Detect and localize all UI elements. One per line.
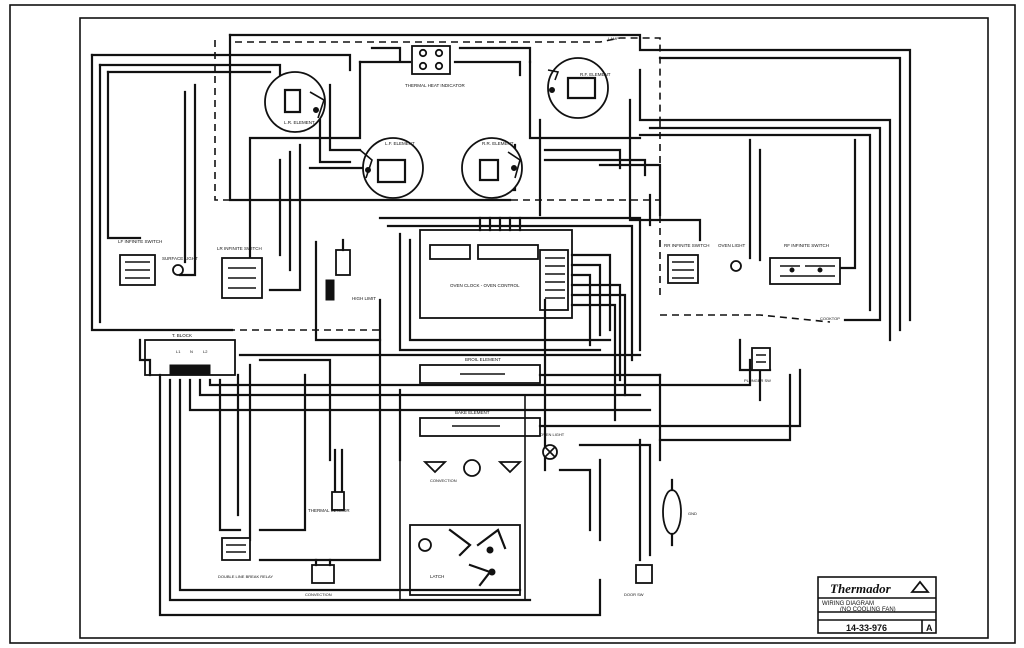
- oven-control-bundle: [378, 216, 642, 422]
- title-block: Thermador WIRING DIAGRAM (NO COOLING FAN…: [817, 576, 937, 634]
- high-limit-oval: GND: [662, 478, 697, 547]
- lr-infinite-switch: LR INFINITE SWITCH: [217, 246, 263, 299]
- thermal-sensor: THERMAL SENSOR: [308, 448, 350, 513]
- rf-infinite-switch: RF INFINITE SWITCH: [769, 243, 841, 285]
- rf-element: R.F. ELEMENT LAMP: [547, 36, 619, 119]
- terminal-block: T. BLOCK L1 N L2: [144, 333, 236, 376]
- plunger-switch-label: PLUNGER SW: [744, 378, 771, 383]
- oven-clock-control-label: OVEN CLOCK - OVEN CONTROL: [450, 283, 520, 288]
- oven-light-switch-label: OVEN LIGHT: [540, 432, 565, 437]
- outer-harness: [90, 33, 912, 342]
- oven-light-indicator-label: OVEN LIGHT: [718, 243, 746, 248]
- latch: LATCH: [409, 524, 521, 596]
- thermal-heat-indicator-label: THERMAL HEAT INDICATOR: [405, 83, 466, 88]
- double-line-break-relay-label: DOUBLE LINE BREAK RELAY: [218, 574, 273, 579]
- rr-infinite-switch: RR INFINITE SWITCH: [664, 243, 710, 284]
- door-switch-label: DOOR SW: [624, 592, 644, 597]
- rf-lamp-label: LAMP: [608, 36, 619, 41]
- rr-element: R.R. ELEMENT: [461, 137, 523, 199]
- high-limit: HIGH LIMIT: [314, 238, 382, 342]
- lf-element: L.F. ELEMENT: [359, 137, 424, 199]
- door-switch: DOOR SW: [624, 564, 653, 597]
- oven-light-switch: OVEN LIGHT: [540, 432, 565, 460]
- terminal-l2: L2: [203, 349, 208, 354]
- convection-motor: CONVECTION: [305, 558, 335, 597]
- element-lights-label: CONVECTION: [430, 478, 457, 483]
- lr-element-label: L.R. ELEMENT: [284, 120, 315, 125]
- bake-element-label: BAKE ELEMENT: [455, 410, 490, 415]
- oven-light-indicator: OVEN LIGHT: [718, 243, 746, 272]
- high-limit-label: HIGH LIMIT: [352, 296, 376, 301]
- cooktop-label: COOKTOP: [820, 316, 840, 321]
- lf-element-label: L.F. ELEMENT: [385, 141, 415, 146]
- revision-letter: A: [926, 623, 933, 633]
- rr-element-label: R.R. ELEMENT: [482, 141, 514, 146]
- terminal-block-label: T. BLOCK: [172, 333, 192, 338]
- oven-clock-control: OVEN CLOCK - OVEN CONTROL: [419, 229, 573, 319]
- rf-element-label: R.F. ELEMENT: [580, 72, 611, 77]
- title-line-1: WIRING DIAGRAM: [822, 601, 874, 607]
- lr-infinite-switch-label: LR INFINITE SWITCH: [217, 246, 262, 251]
- plunger-switch: PLUNGER SW: [744, 347, 771, 383]
- broil-element: BROIL ELEMENT: [419, 357, 541, 384]
- lf-infinite-switch: LF INFINITE SWITCH: [118, 239, 162, 286]
- surface-light: SURFACE LIGHT: [162, 256, 198, 276]
- rr-infinite-switch-label: RR INFINITE SWITCH: [664, 243, 710, 248]
- surface-light-label: SURFACE LIGHT: [162, 256, 198, 261]
- title-line-2: (NO COOLING FAN): [840, 607, 896, 613]
- terminal-l1: L1: [176, 349, 181, 354]
- double-line-break-relay: DOUBLE LINE BREAK RELAY: [218, 537, 273, 579]
- sheet-border: [9, 4, 1016, 644]
- ground-label: GND: [688, 511, 697, 516]
- convection-box: [399, 394, 526, 601]
- drawing-frame: [79, 17, 989, 639]
- drawing-number: 14-33-976: [846, 623, 887, 633]
- terminal-n: N: [190, 349, 193, 354]
- convection-label: CONVECTION: [305, 592, 332, 597]
- broil-element-label: BROIL ELEMENT: [465, 357, 501, 362]
- bake-element: BAKE ELEMENT: [419, 410, 541, 437]
- thermal-heat-indicator: THERMAL HEAT INDICATOR: [405, 45, 466, 88]
- latch-label: LATCH: [430, 574, 444, 579]
- lf-infinite-switch-label: LF INFINITE SWITCH: [118, 239, 162, 244]
- element-lights-row: CONVECTION: [422, 459, 523, 483]
- thermal-sensor-label: THERMAL SENSOR: [308, 508, 350, 513]
- lr-element: L.R. ELEMENT: [264, 71, 326, 133]
- rf-infinite-switch-label: RF INFINITE SWITCH: [784, 243, 829, 248]
- lower-harness: [138, 298, 802, 617]
- brand-logo-text: Thermador: [830, 581, 892, 596]
